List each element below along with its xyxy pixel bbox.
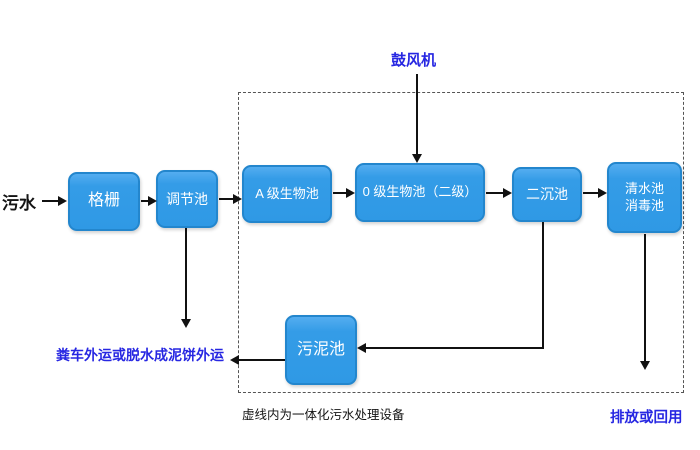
node-regulating-tank-label: 调节池 xyxy=(166,190,208,207)
node-o-bio-tank: 0 级生物池（二级） xyxy=(355,163,485,222)
node-regulating-tank: 调节池 xyxy=(156,170,218,228)
node-a-bio-tank: A 级生物池 xyxy=(242,165,332,223)
node-clear-water-tank: 清水池 消毒池 xyxy=(607,162,682,233)
node-clear-water-tank-line1: 清水池 xyxy=(624,180,664,196)
blower-label: 鼓风机 xyxy=(391,52,437,69)
sludge-disposal-label: 粪车外运或脱水成泥饼外运 xyxy=(56,347,224,363)
node-secondary-clarifier-label: 二沉池 xyxy=(526,186,568,203)
equipment-dashed-boundary xyxy=(238,92,684,393)
node-secondary-clarifier: 二沉池 xyxy=(512,167,582,222)
node-sludge-tank-label: 污泥池 xyxy=(296,340,345,358)
node-a-bio-tank-label: A 级生物池 xyxy=(255,185,319,201)
effluent-label: 排放或回用 xyxy=(610,410,683,426)
node-clear-water-tank-line2: 消毒池 xyxy=(624,197,664,213)
node-sludge-tank: 污泥池 xyxy=(285,315,357,385)
influent-label: 污水 xyxy=(2,194,36,213)
node-grid: 格栅 xyxy=(68,172,140,231)
dashed-note-label: 虚线内为一体化污水处理设备 xyxy=(242,408,405,422)
node-o-bio-tank-label: 0 级生物池（二级） xyxy=(362,184,478,200)
node-grid-label: 格栅 xyxy=(87,192,120,210)
